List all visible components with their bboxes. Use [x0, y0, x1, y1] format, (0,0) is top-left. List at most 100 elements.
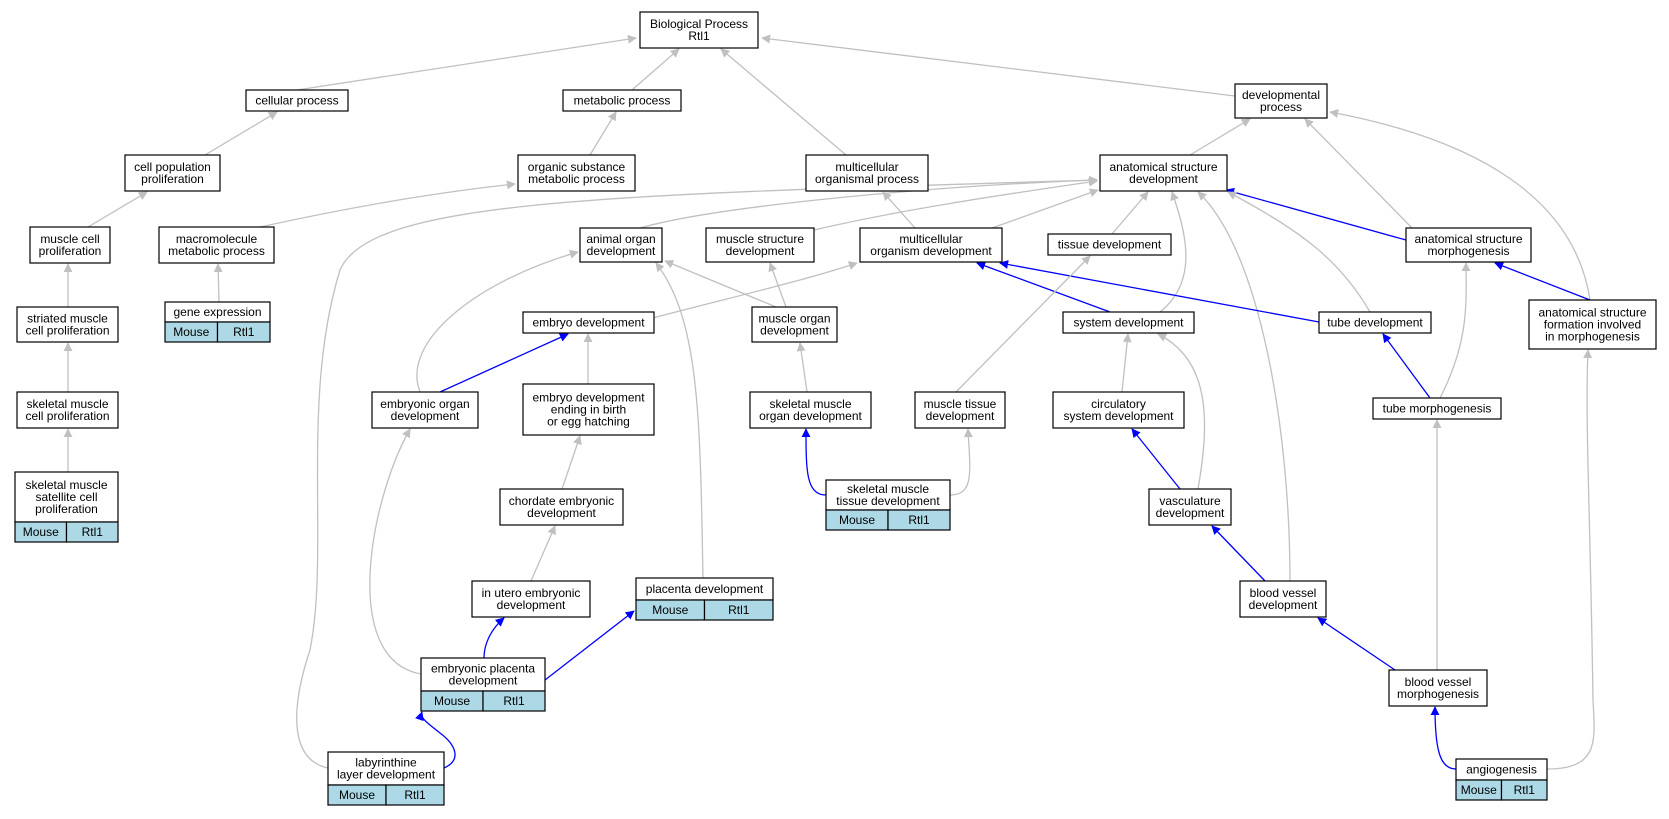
- node-box: [914, 391, 1006, 429]
- node-label-line: gene expression: [173, 305, 261, 319]
- edge-cell_population_proliferation-to-cellular_process: [204, 111, 278, 156]
- edge-placenta_development-to-animal_organ_development: [655, 262, 704, 579]
- node-label-line: system development: [1063, 409, 1174, 423]
- node-label-line: embryo development: [532, 391, 645, 405]
- node-label-line: or egg hatching: [547, 415, 630, 429]
- node-label-line: development: [726, 244, 795, 258]
- node-label-line: organ development: [759, 409, 862, 423]
- node-box: [158, 226, 275, 264]
- node-box: [859, 227, 1003, 263]
- go-term-node-metabolic-process[interactable]: metabolic process: [562, 89, 682, 112]
- node-box: [749, 391, 872, 429]
- node-label-line: circulatory: [1091, 397, 1146, 411]
- species-cell-label: Mouse: [839, 513, 875, 527]
- edge-anatomical_structure_development-to-developmental_process: [1189, 118, 1251, 156]
- node-label-line: organism development: [870, 244, 992, 258]
- go-term-node-tube-development[interactable]: tube development: [1318, 311, 1432, 334]
- node-label-line: embryonic organ: [380, 397, 469, 411]
- node-label-line: development: [760, 324, 829, 338]
- node-box: [1239, 580, 1327, 618]
- gene-cell-label: Rtl1: [728, 603, 750, 617]
- node-label-line: labyrinthine: [355, 756, 417, 770]
- species-cell-label: Mouse: [1461, 783, 1497, 797]
- node-box: [29, 226, 111, 264]
- edge-path: [949, 428, 973, 496]
- edge-path: [652, 261, 858, 319]
- node-label-line: morphogenesis: [1397, 687, 1479, 701]
- edge-path: [768, 262, 787, 308]
- gene-cell-label: Rtl1: [908, 513, 930, 527]
- edge-developmental_process-to-bp: [761, 34, 1236, 97]
- edge-path: [213, 263, 223, 303]
- go-term-node-tissue-development[interactable]: tissue development: [1047, 233, 1172, 256]
- edge-blood_vessel_development-to-vasculature_development: [1211, 525, 1266, 582]
- node-box: [705, 227, 815, 263]
- edge-skeletal_muscle_tissue_development-to-skeletal_muscle_organ_development: [801, 428, 827, 496]
- edge-path: [415, 711, 456, 769]
- go-term-node-cellular-process[interactable]: cellular process: [245, 89, 349, 112]
- edge-path: [1197, 191, 1291, 582]
- node-label-line: anatomical structure: [1109, 160, 1217, 174]
- edge-organic_substance_metabolic_process-to-metabolic_process: [589, 111, 617, 156]
- node-label-line: macromolecule: [176, 232, 258, 246]
- go-term-node-embryo-development[interactable]: embryo development: [522, 311, 655, 334]
- node-box: [16, 306, 119, 343]
- go-term-node-system-development[interactable]: system development: [1062, 311, 1195, 334]
- node-label-line: layer development: [337, 768, 436, 782]
- species-cell-label: Mouse: [339, 788, 375, 802]
- node-label-line: cellular process: [255, 94, 338, 108]
- node-label-line: multicellular: [899, 232, 962, 246]
- gene-cell-label: Rtl1: [1514, 783, 1536, 797]
- edge-muscle_structure_development-to-anatomical_structure_development: [813, 177, 1098, 231]
- edge-macromolecule_metabolic_process-to-organic_substance_metabolic_process: [259, 180, 516, 228]
- node-box: [805, 154, 929, 192]
- node-label-line: organismal process: [815, 172, 919, 186]
- edge-embryonic_placenta_development-to-placenta_development: [544, 610, 635, 681]
- edge-path: [483, 617, 505, 659]
- node-box: [1148, 488, 1232, 526]
- node-box: [825, 479, 951, 511]
- node-label-line: process: [1260, 100, 1302, 114]
- go-term-node-tube-morphogenesis[interactable]: tube morphogenesis: [1372, 397, 1502, 420]
- edge-path: [761, 34, 1236, 97]
- edge-chordate_embryonic_development-to-embryo_development_birth: [561, 435, 582, 490]
- node-label-line: skeletal muscle: [25, 478, 107, 492]
- node-label-line: development: [587, 244, 656, 258]
- edge-path: [1159, 191, 1187, 313]
- edge-cellular_process-to-bp: [296, 34, 637, 91]
